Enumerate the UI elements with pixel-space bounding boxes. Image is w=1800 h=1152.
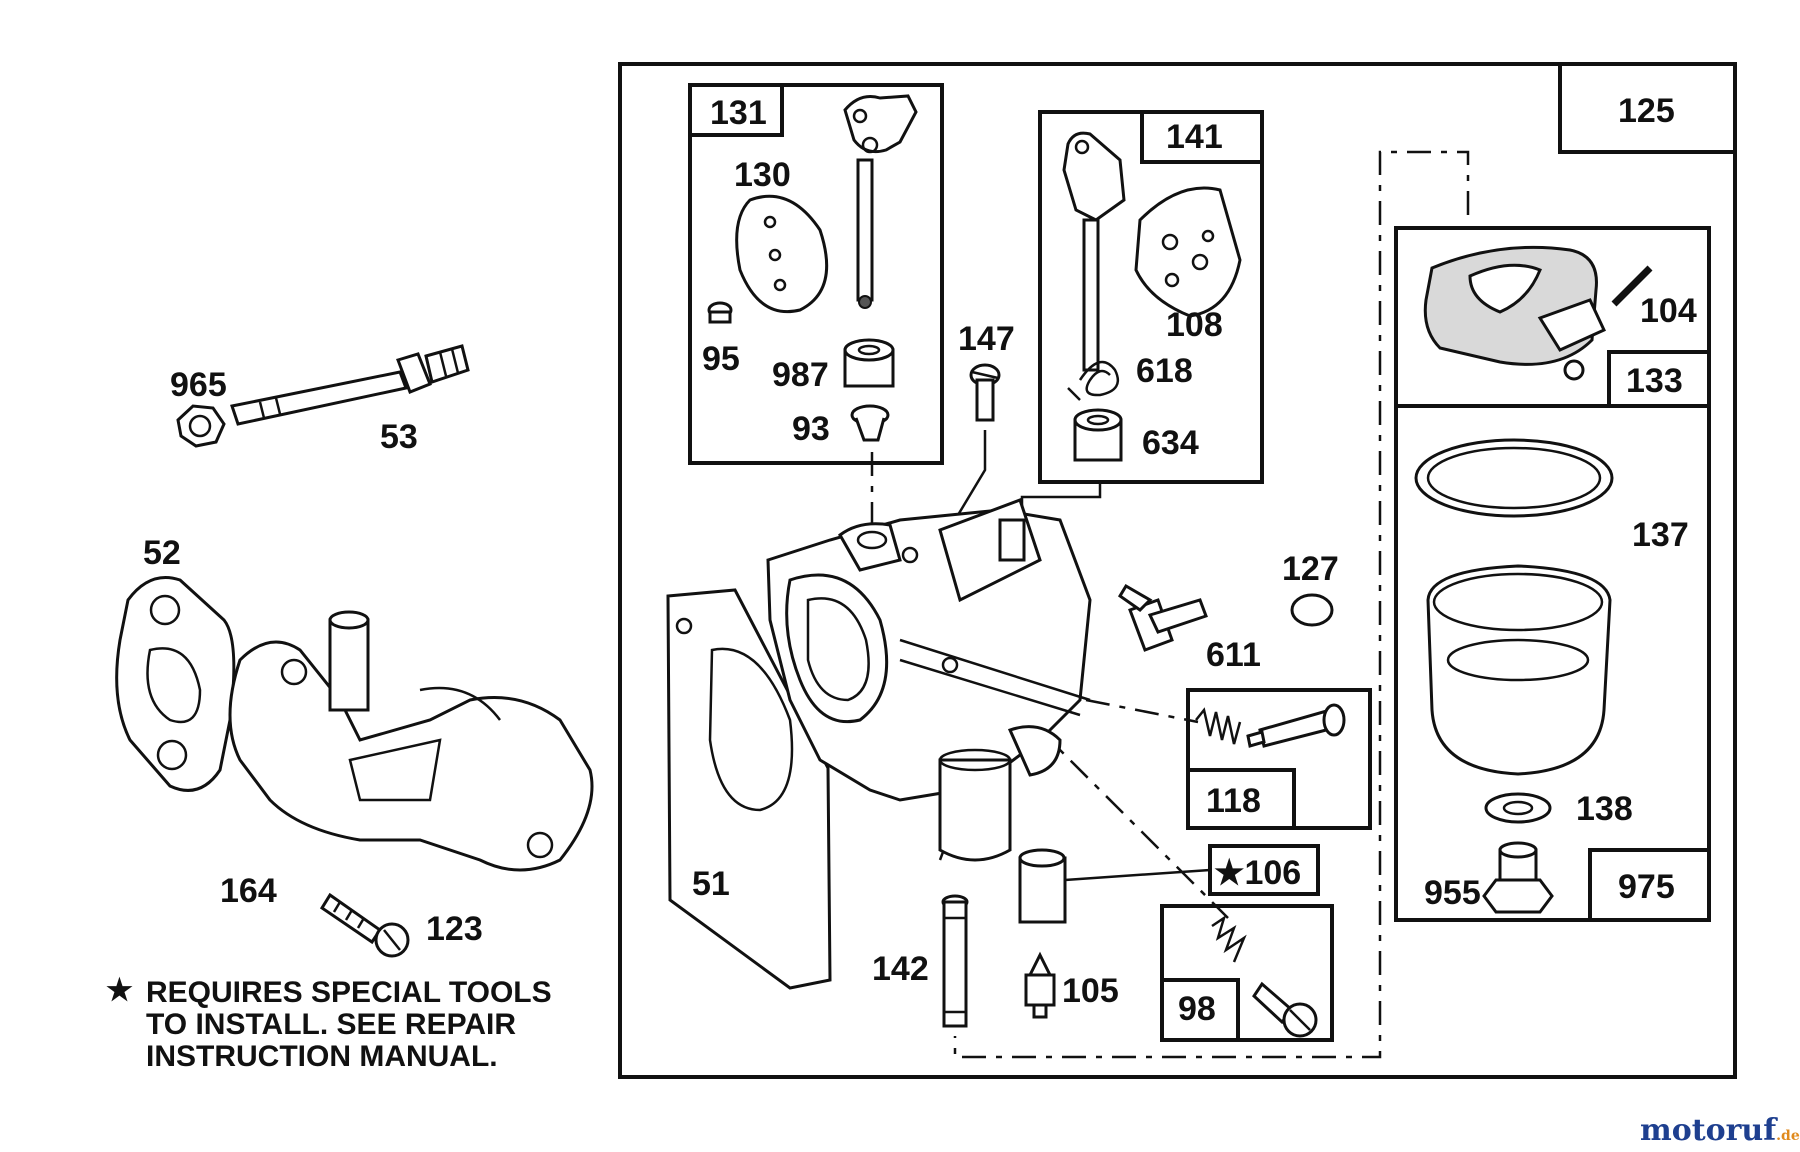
- callout-125: 125: [1618, 92, 1675, 130]
- note-line-2: TO INSTALL. SEE REPAIR: [146, 1008, 516, 1041]
- carburetor-body: [766, 498, 1092, 862]
- callout-box-118: [1186, 768, 1296, 830]
- callout-987: 987: [772, 356, 829, 394]
- note-line-3: INSTRUCTION MANUAL.: [146, 1040, 498, 1073]
- callout-93: 93: [792, 410, 830, 448]
- callout-131: 131: [710, 94, 767, 132]
- kit-box-98: [1160, 904, 1334, 1042]
- callout-52: 52: [143, 534, 181, 572]
- leader-106: [1064, 868, 1211, 882]
- spring-98: [1211, 915, 1247, 963]
- callout-965: 965: [170, 366, 227, 404]
- float-133: [1423, 245, 1606, 381]
- throttle-shaft-part: [843, 94, 918, 309]
- callout-95: 95: [702, 340, 740, 378]
- screw-147: [969, 363, 1001, 422]
- callout-147: 147: [958, 320, 1015, 358]
- callout-127: 127: [1282, 550, 1339, 588]
- screw-98: [1252, 981, 1318, 1038]
- callout-51: 51: [692, 865, 730, 903]
- note-star-icon: ★: [106, 974, 133, 1007]
- nozzle-142: [941, 894, 969, 1028]
- callout-53: 53: [380, 418, 418, 456]
- callout-98: 98: [1178, 990, 1216, 1028]
- spring-118: [1195, 707, 1242, 745]
- callout-box-131: [688, 83, 784, 137]
- callout-141: 141: [1166, 118, 1223, 156]
- screw-123: [319, 892, 410, 958]
- throttle-plate-130: [735, 194, 829, 314]
- callout-123: 123: [426, 910, 483, 948]
- seal-987: [843, 338, 895, 388]
- callout-133: 133: [1626, 362, 1683, 400]
- callout-118: 118: [1206, 782, 1261, 820]
- gasket-52: [115, 576, 236, 792]
- pin-104: [1611, 265, 1653, 307]
- washer-138: [1484, 792, 1552, 824]
- callout-611: 611: [1206, 636, 1261, 674]
- washer-93: [850, 404, 890, 442]
- callout-box-141: [1140, 110, 1264, 164]
- watermark-suffix: .de: [1776, 1128, 1800, 1144]
- seat-106: [1018, 848, 1067, 924]
- gasket-51: [666, 588, 832, 990]
- callout-618: 618: [1136, 352, 1193, 390]
- choke-plate-108: [1134, 186, 1242, 318]
- leader-118: [1085, 698, 1199, 724]
- callout-105: 105: [1062, 972, 1119, 1010]
- watermark: motoruf.de: [1640, 1113, 1800, 1148]
- callout-104: 104: [1640, 292, 1697, 330]
- screw-95: [707, 301, 733, 324]
- callout-106: ★106: [1214, 854, 1301, 892]
- bowl-box-975: [1394, 404, 1711, 922]
- note-line-1: REQUIRES SPECIAL TOOLS: [146, 976, 552, 1009]
- frame-125-border: [618, 62, 1737, 1079]
- choke-shaft-part: [1062, 131, 1126, 372]
- callout-634: 634: [1142, 424, 1199, 462]
- kit-box-131: [688, 83, 944, 465]
- callout-130: 130: [734, 156, 791, 194]
- fuel-pipe-53: [230, 344, 470, 426]
- fitting-965: [176, 404, 226, 448]
- elbow-fitting-611: [1117, 583, 1208, 652]
- needle-105: [1024, 951, 1056, 1019]
- bowl-gasket-137: [1414, 438, 1614, 518]
- intake-elbow-164: [228, 610, 594, 872]
- callout-975: 975: [1618, 868, 1675, 906]
- callout-108: 108: [1166, 306, 1223, 344]
- bowl-nut-955: [1482, 841, 1554, 914]
- watermark-brand: motoruf: [1640, 1113, 1778, 1148]
- bushing-634: [1073, 408, 1123, 462]
- cap-127: [1290, 593, 1334, 627]
- callout-142: 142: [872, 950, 929, 988]
- callout-box-975: [1588, 848, 1711, 922]
- spring-618: [1067, 360, 1120, 401]
- float-bowl: [1426, 564, 1612, 776]
- callout-955: 955: [1424, 874, 1481, 912]
- callout-138: 138: [1576, 790, 1633, 828]
- callout-box-125: [1558, 62, 1737, 154]
- needle-screw-118: [1246, 703, 1346, 748]
- callout-box-98: [1160, 978, 1240, 1042]
- callout-164: 164: [220, 872, 277, 910]
- callout-137: 137: [1632, 516, 1689, 554]
- leader-bowl-top: [953, 150, 1470, 1059]
